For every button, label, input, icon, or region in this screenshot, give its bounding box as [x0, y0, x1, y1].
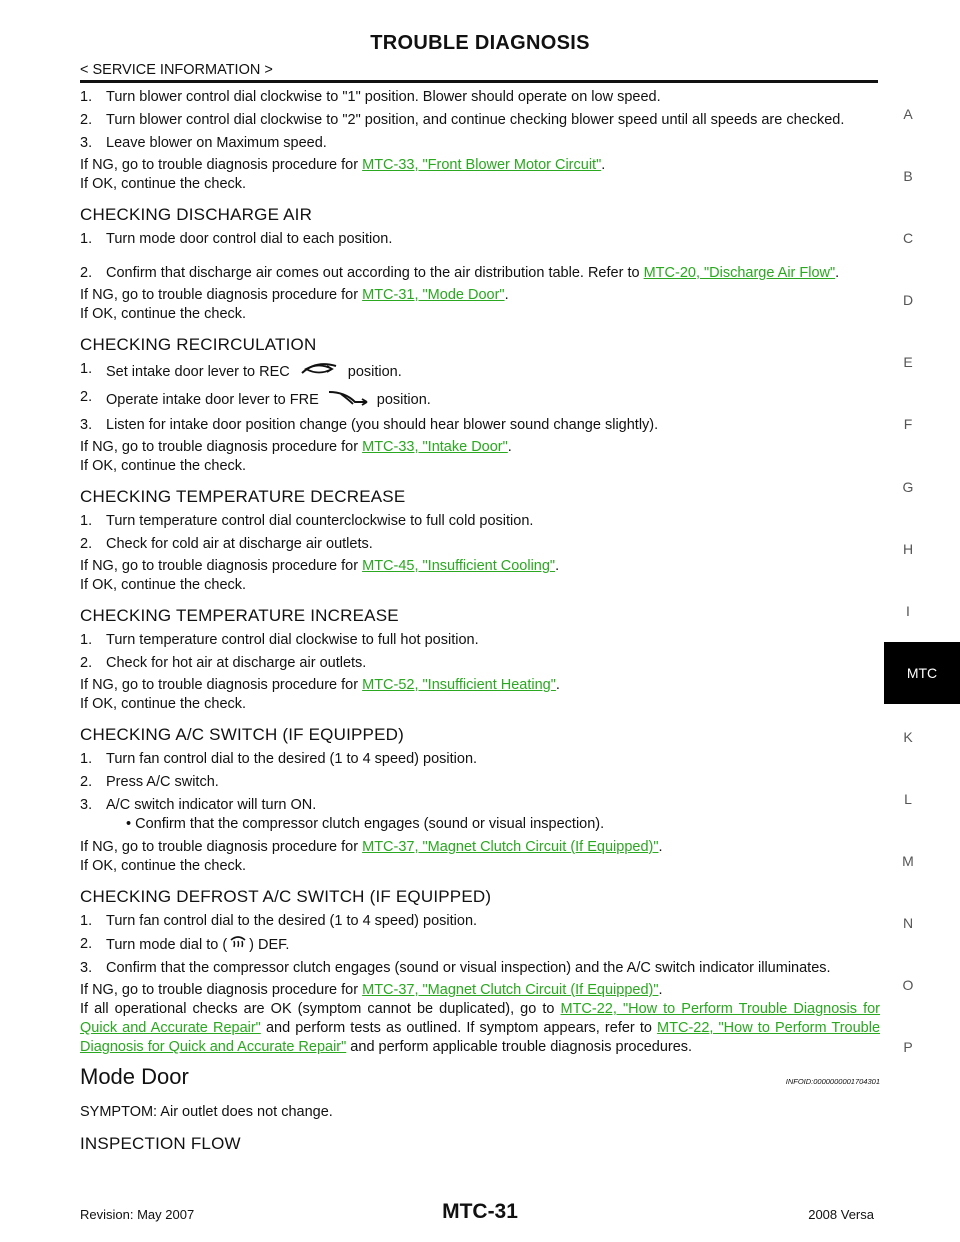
list-item: 3.Leave blower on Maximum speed. [80, 135, 327, 151]
side-index-letter[interactable]: O [902, 977, 914, 993]
ng-line: If NG, go to trouble diagnosis procedure… [80, 558, 560, 574]
header-rule [80, 80, 878, 83]
side-index-letter[interactable]: B [903, 168, 913, 184]
side-index-letter[interactable]: C [902, 230, 914, 246]
side-index-letter[interactable]: A [903, 106, 913, 122]
list-item: 1.Turn blower control dial clockwise to … [80, 89, 661, 105]
side-index-letter[interactable]: L [904, 791, 912, 807]
list-item: 2.Confirm that discharge air comes out a… [80, 265, 840, 281]
ok-line: If OK, continue the check. [80, 176, 247, 192]
ok-line: If OK, continue the check. [80, 696, 247, 712]
fre-icon [325, 388, 371, 412]
ng-line: If NG, go to trouble diagnosis procedure… [80, 439, 512, 455]
list-item: 1.Turn mode door control dial to each po… [80, 231, 393, 247]
ok-line: If OK, continue the check. [80, 858, 247, 874]
section-heading: CHECKING DEFROST A/C SWITCH (IF EQUIPPED… [80, 887, 492, 906]
section-heading: CHECKING DISCHARGE AIR [80, 205, 313, 224]
section-heading: CHECKING RECIRCULATION [80, 335, 317, 354]
ok-line: If OK, continue the check. [80, 306, 247, 322]
list-item: 2.Check for cold air at discharge air ou… [80, 536, 373, 552]
ref-link[interactable]: MTC-20, "Discharge Air Flow" [643, 265, 836, 281]
page-title: TROUBLE DIAGNOSIS [370, 32, 590, 54]
section-heading: INSPECTION FLOW [80, 1134, 241, 1153]
ng-line: If NG, go to trouble diagnosis procedure… [80, 157, 606, 173]
side-index-letter[interactable]: G [902, 479, 914, 495]
ref-link[interactable]: MTC-33, "Front Blower Motor Circuit" [362, 157, 602, 173]
ref-link[interactable]: MTC-22, "How to Perform Trouble Diagnosi… [80, 1020, 881, 1055]
side-index-letter[interactable]: E [903, 354, 913, 370]
section-heading: CHECKING A/C SWITCH (IF EQUIPPED) [80, 725, 404, 744]
list-item: 1.Turn fan control dial to the desired (… [80, 751, 478, 767]
mode-door-heading: Mode Door [80, 1064, 189, 1089]
side-index-letter[interactable]: N [902, 915, 914, 931]
list-item: 2.Turn blower control dial clockwise to … [80, 112, 845, 128]
info-id: INFOID:0000000001704301 [785, 1077, 880, 1086]
list-item: 2.Turn mode dial to () DEF. [80, 935, 880, 955]
section-heading: CHECKING TEMPERATURE INCREASE [80, 606, 399, 625]
section-tab-mtc[interactable]: MTC [884, 642, 960, 704]
list-item: 2.Press A/C switch. [80, 774, 219, 790]
defrost-icon [229, 935, 247, 955]
side-index-letter[interactable]: P [903, 1039, 913, 1055]
ok-line: If OK, continue the check. [80, 577, 247, 593]
side-index-letter[interactable]: M [902, 853, 914, 869]
list-item: 1.Turn temperature control dial clockwis… [80, 632, 479, 648]
side-index-letter[interactable]: H [902, 541, 914, 557]
ref-link[interactable]: MTC-37, "Magnet Clutch Circuit (If Equip… [362, 982, 659, 998]
ng-line: If NG, go to trouble diagnosis procedure… [80, 982, 663, 998]
list-item: 1.Turn temperature control dial counterc… [80, 513, 534, 529]
ref-link[interactable]: MTC-52, "Insufficient Heating" [362, 677, 556, 693]
ng-line: If NG, go to trouble diagnosis procedure… [80, 287, 509, 303]
side-index-letter[interactable]: F [903, 416, 913, 432]
footer-model: 2008 Versa [808, 1207, 874, 1222]
section-label: < SERVICE INFORMATION > [80, 62, 273, 78]
list-item: 3.Listen for intake door position change… [80, 417, 659, 433]
footer-page-number: MTC-31 [442, 1200, 518, 1223]
footer-revision: Revision: May 2007 [80, 1207, 195, 1222]
ok-line: If OK, continue the check. [80, 458, 247, 474]
ref-link[interactable]: MTC-45, "Insufficient Cooling" [362, 558, 556, 574]
content: 1.Turn blower control dial clockwise to … [80, 84, 880, 1159]
symptom: SYMPTOM: Air outlet does not change. [80, 1104, 333, 1120]
side-index-letter[interactable]: D [902, 292, 914, 308]
ng-line: If NG, go to trouble diagnosis procedure… [80, 839, 663, 855]
section-heading: CHECKING TEMPERATURE DECREASE [80, 487, 406, 506]
list-item: 1.Turn fan control dial to the desired (… [80, 913, 478, 929]
final-paragraph: If all operational checks are OK (sympto… [80, 1001, 881, 1055]
list-item: 2.Check for hot air at discharge air out… [80, 655, 367, 671]
rec-icon [296, 360, 342, 384]
side-index-letter[interactable]: K [903, 729, 913, 745]
list-item: 3.Confirm that the compressor clutch eng… [80, 960, 831, 976]
ref-link[interactable]: MTC-22, "How to Perform Trouble Diagnosi… [80, 1001, 880, 1036]
ng-line: If NG, go to trouble diagnosis procedure… [80, 677, 560, 693]
ref-link[interactable]: MTC-31, "Mode Door" [362, 287, 505, 303]
side-index-letter[interactable]: I [906, 603, 910, 619]
sub-bullet: • Confirm that the compressor clutch eng… [126, 816, 605, 832]
ref-link[interactable]: MTC-33, "Intake Door" [362, 439, 508, 455]
ref-link[interactable]: MTC-37, "Magnet Clutch Circuit (If Equip… [362, 839, 659, 855]
list-item: 3.A/C switch indicator will turn ON. [80, 797, 317, 813]
mode-door-heading-row: Mode Door INFOID:0000000001704301 [80, 1064, 880, 1091]
